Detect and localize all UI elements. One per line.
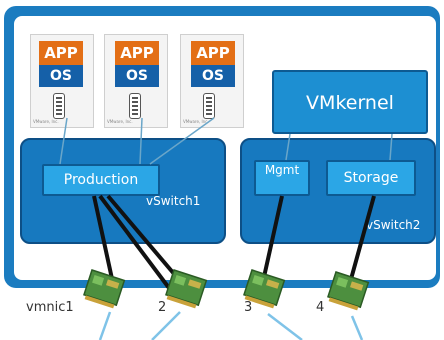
network-line-2 xyxy=(151,311,181,340)
os-block: OS xyxy=(191,65,235,87)
uplink-label-2: 2 xyxy=(158,300,167,315)
vendor-label: VMware, Inc. xyxy=(107,119,133,124)
network-line-4 xyxy=(350,315,364,340)
portgroup-storage: Storage xyxy=(326,160,416,196)
uplink-label-4: 4 xyxy=(316,300,325,315)
uplink-cable-3 xyxy=(260,195,284,287)
app-block: APP xyxy=(191,41,235,65)
virtual-machine-1: APP OS VMware, Inc. xyxy=(30,34,94,128)
vmk-mgmt-link xyxy=(285,133,291,161)
virtual-machine-3: APP OS VMware, Inc. xyxy=(180,34,244,128)
uplink-cable-4 xyxy=(346,195,376,291)
virtual-machine-2: APP OS VMware, Inc. xyxy=(104,34,168,128)
app-block: APP xyxy=(39,41,83,65)
network-line-1 xyxy=(98,311,112,340)
nic-card-icon-1 xyxy=(83,269,126,309)
nic-card-icon-3 xyxy=(243,269,286,309)
virtual-nic-icon xyxy=(203,93,215,119)
vm2-link xyxy=(139,117,143,165)
vendor-label: VMware, Inc. xyxy=(33,119,59,124)
virtual-nic-icon xyxy=(53,93,65,119)
os-block: OS xyxy=(39,65,83,87)
virtual-nic-icon xyxy=(129,93,141,119)
uplink-cable-1 xyxy=(92,195,116,289)
vm1-link xyxy=(59,117,68,165)
vmk-link xyxy=(389,133,393,161)
uplink-label-vmnic1: vmnic1 xyxy=(26,300,74,315)
nic-card-icon-4 xyxy=(327,271,370,311)
portgroup-production: Production xyxy=(42,164,160,196)
uplink-cable-2b xyxy=(98,194,174,294)
vswitch2-label: vSwitch2 xyxy=(366,218,421,232)
network-line-3 xyxy=(267,313,303,340)
uplink-label-3: 3 xyxy=(244,300,253,315)
vm3-link xyxy=(149,117,215,165)
os-block: OS xyxy=(115,65,159,87)
nic-card-icon-2 xyxy=(165,269,208,309)
portgroup-mgmt: Mgmt xyxy=(254,160,310,196)
vswitch1-label: vSwitch1 xyxy=(146,194,201,208)
vmkernel-box: VMkernel xyxy=(272,70,428,134)
app-block: APP xyxy=(115,41,159,65)
vendor-label: VMware, Inc. xyxy=(183,119,209,124)
